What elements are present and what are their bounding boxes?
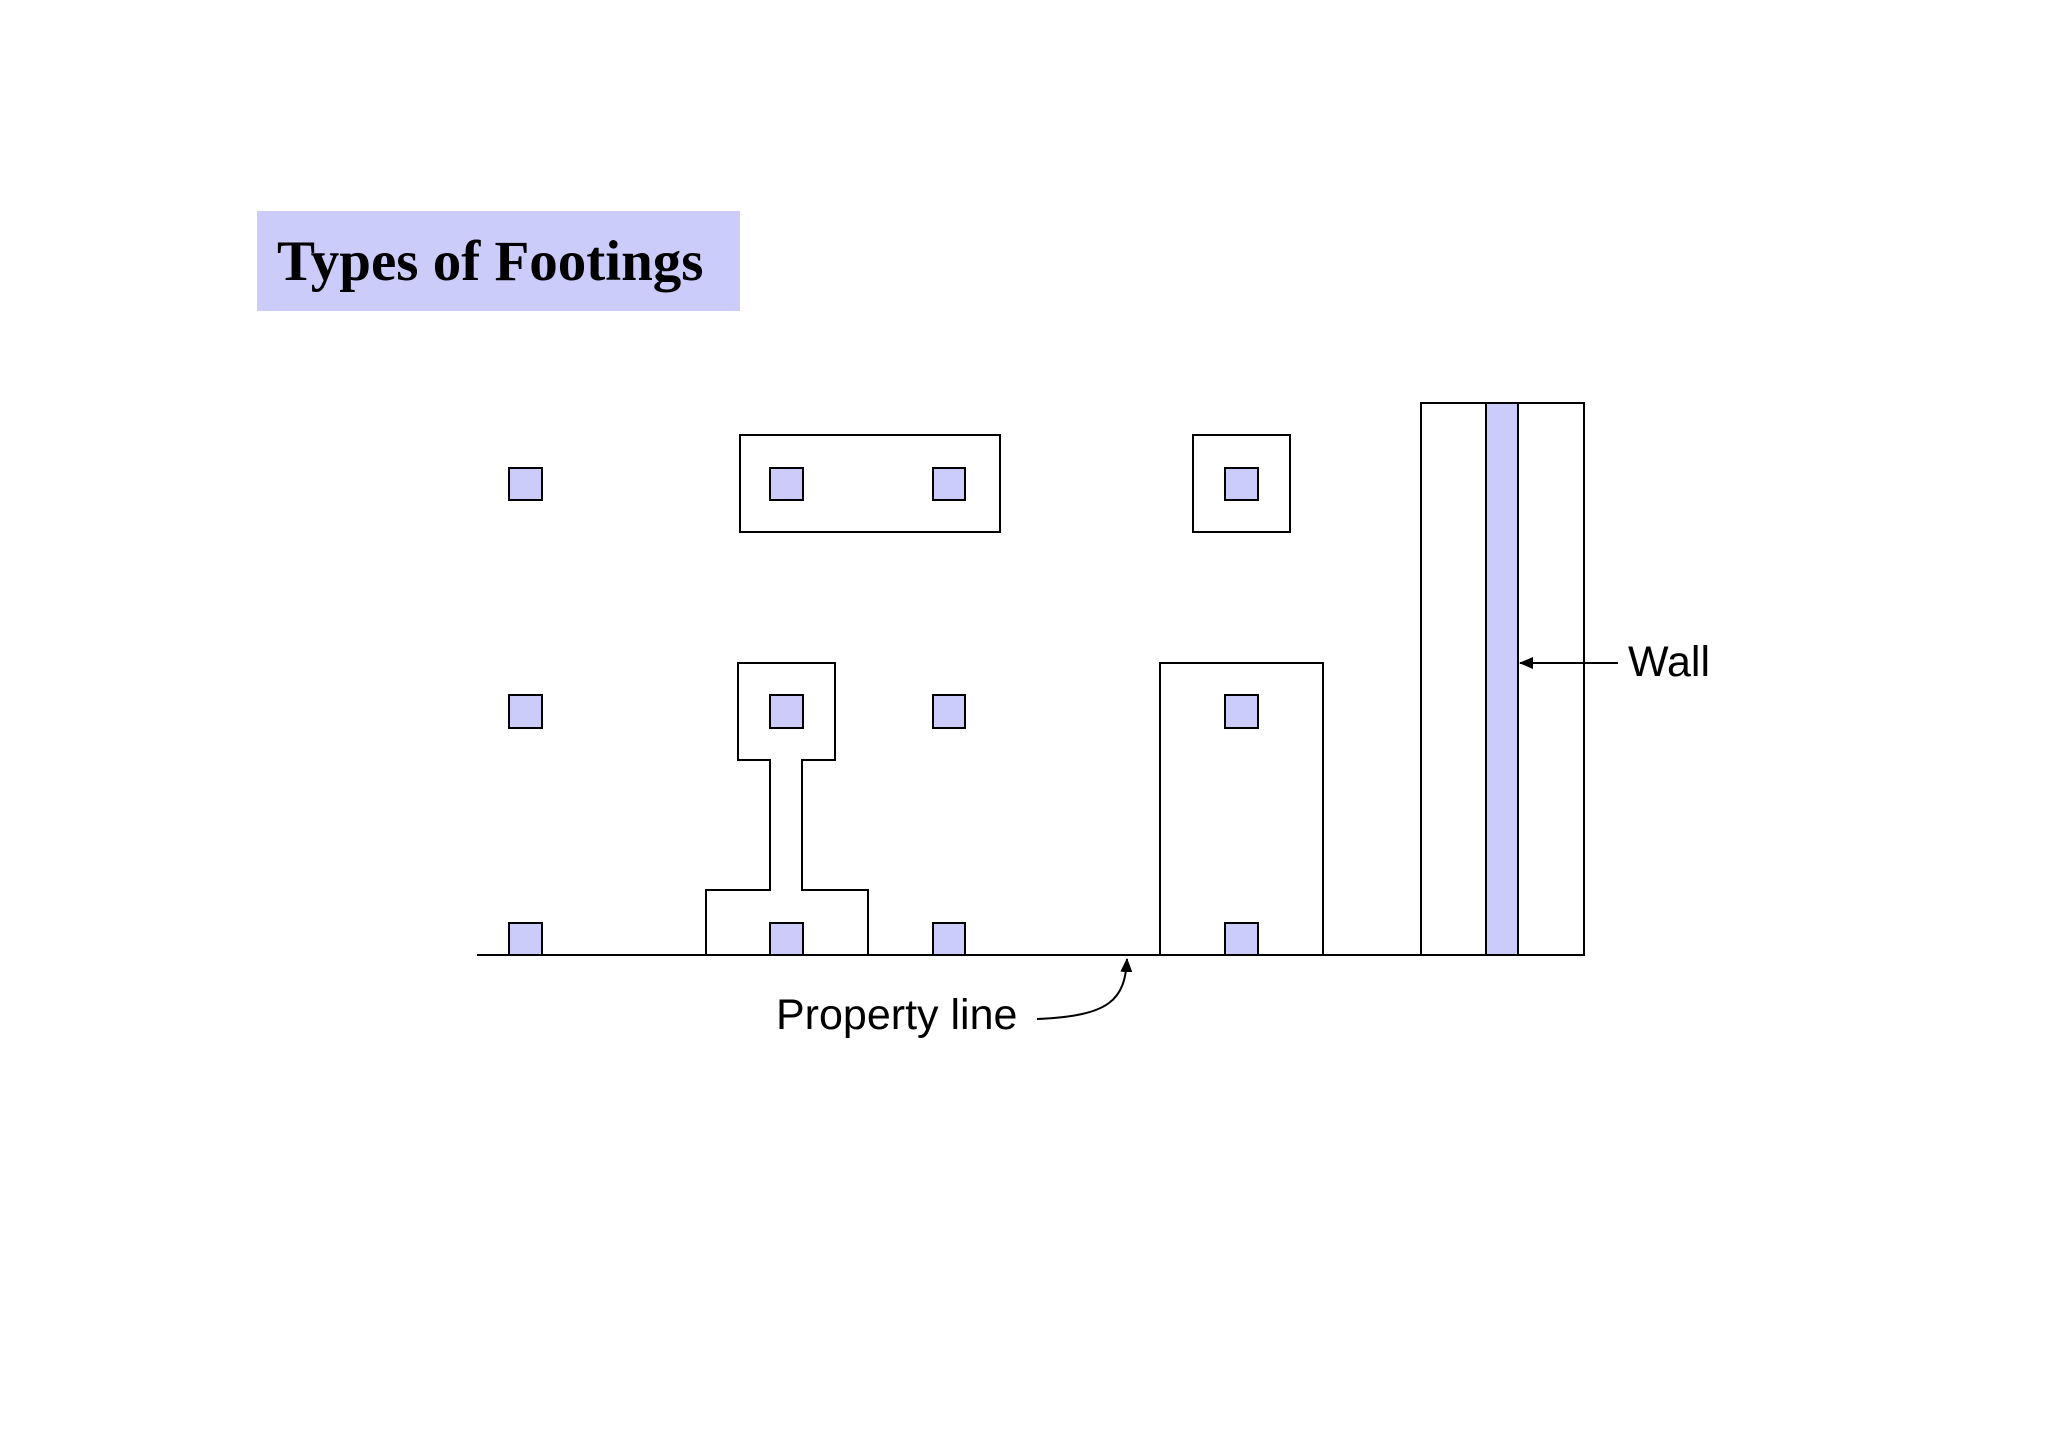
column (932, 467, 966, 501)
wall-label: Wall (1628, 638, 1710, 686)
column (1224, 694, 1259, 729)
column (1224, 922, 1259, 956)
combined-footing (739, 434, 1001, 533)
wall (1485, 402, 1519, 956)
column (769, 467, 804, 501)
column (769, 694, 804, 729)
column (932, 922, 966, 956)
column (508, 694, 543, 729)
column (932, 694, 966, 729)
property-line-arrow (1036, 958, 1133, 1020)
column (1224, 467, 1259, 501)
property-line-label: Property line (776, 991, 1017, 1039)
isolated-footing (1192, 434, 1291, 533)
column (508, 922, 543, 956)
column (508, 467, 543, 501)
title-banner: Types of Footings (257, 211, 740, 311)
column (769, 922, 804, 956)
page-title: Types of Footings (277, 229, 704, 293)
